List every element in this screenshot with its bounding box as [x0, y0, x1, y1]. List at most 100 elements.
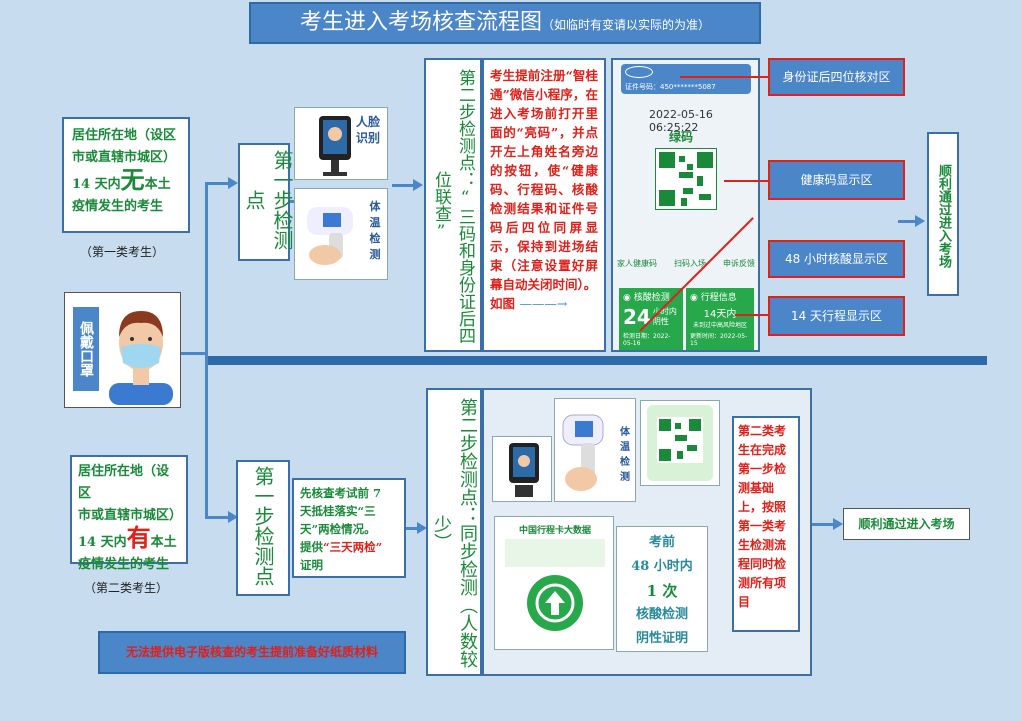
- instruction-top-box: 考生提前注册“智桂通”微信小程序，在进入考场前打开里面的“亮码”，并点开左上角姓…: [482, 58, 606, 352]
- instruction-text: 考生提前注册“智桂通”微信小程序，在进入考场前打开里面的“亮码”，并点开左上角姓…: [490, 68, 598, 292]
- temp-check-card: 体温检测: [294, 188, 388, 280]
- label-id-check: 身份证后四位核对区: [768, 58, 905, 96]
- g2-emph: 有: [126, 523, 151, 552]
- g1-line4: 疫情发生的考生: [72, 199, 164, 214]
- health-code-card: [640, 400, 720, 486]
- id-avatar: [625, 66, 653, 78]
- category-1-caption: （第一类考生）: [80, 245, 165, 259]
- qr-code-icon: [657, 417, 703, 463]
- face-scanner-icon: [509, 443, 539, 497]
- thermometer-card: 体温检测: [554, 398, 636, 502]
- step2-top-label: 第二步检测点：“三码和身份证后四位联查”: [431, 68, 475, 344]
- trip-desc: 未到过中高风险地区: [692, 322, 747, 329]
- arrow-head-icon: [228, 511, 238, 523]
- note-l4b: “三天两检”: [323, 540, 383, 554]
- connector-pass-top: [898, 220, 916, 223]
- id-strip: 证件号码：450*******5087: [621, 64, 751, 94]
- arrow-head-icon: [915, 215, 925, 227]
- step2-bottom-box: 第二步检测点：同步检测（人数较少）: [426, 388, 482, 676]
- connector-step1: [290, 200, 294, 203]
- phone-tabs: 家人健康码 扫码入场 申诉反馈: [617, 258, 755, 269]
- title-sub: （如临时有变请以实际的为准）: [542, 18, 711, 32]
- connector-bottom: [205, 516, 229, 519]
- cert-l1: 考前: [648, 535, 675, 550]
- pass-top-box: 顺利通过进入考场: [927, 132, 959, 296]
- pointer-health: [724, 180, 770, 182]
- tab-family[interactable]: 家人健康码: [617, 259, 657, 268]
- phone-screenshot: 证件号码：450*******5087 2022-05-16 06:25:22 …: [611, 58, 760, 352]
- note-l5: 证明: [300, 558, 323, 572]
- face-scanner-card: [492, 436, 552, 502]
- step1-bottom-box: 第一步检测点: [236, 460, 290, 596]
- section-divider: [207, 356, 987, 365]
- face-label: 人脸识别: [355, 115, 380, 145]
- note-l3a: 天”: [300, 522, 319, 536]
- arrow-head-icon: [833, 518, 843, 530]
- connector-mask: [181, 352, 205, 355]
- face-scanner-icon: [319, 116, 351, 176]
- note-l1: 先核查考试前 7: [300, 486, 382, 500]
- mask-image: 佩戴口罩: [64, 292, 181, 408]
- green-arrow-icon: [527, 575, 583, 631]
- g2-suffix: 本土: [150, 535, 177, 550]
- trip-panel: ◉ 行程信息 14天内 未到过中高风险地区 更新时间：2022-05-15: [686, 288, 754, 350]
- g1-suffix: 本土: [144, 177, 171, 192]
- tab-appeal[interactable]: 申诉反馈: [723, 259, 755, 268]
- bottom-panel: 体温检测 中国行程卡大数据 考前 48 小时内 1 次 核酸检测 阴性证明 第二…: [482, 388, 812, 676]
- pointer-id: [680, 76, 770, 78]
- nucleic-unit: 小时内: [652, 307, 677, 316]
- pass-top-label: 顺利通过进入考场: [936, 164, 951, 268]
- id-prefix: 证件号码：450: [625, 83, 674, 91]
- step1-top-label: 第一步检测点: [242, 150, 294, 250]
- trip-card-title: 中国行程卡大数据: [518, 526, 591, 536]
- nucleic-date: 检测日期：2022-05-16: [623, 333, 671, 347]
- mask-label: 佩戴口罩: [73, 307, 99, 391]
- precheck-note: 先核查考试前 7 天抵桂落实“三 天”两检情况。 提供“三天两检” 证明: [292, 478, 406, 578]
- temp-label: 体温检测: [369, 200, 381, 261]
- cert-l2: 48 小时内: [631, 559, 693, 574]
- thermometer-gun-icon: [562, 414, 604, 491]
- label-health-code: 健康码显示区: [768, 160, 905, 200]
- id-number: 证件号码：450*******5087: [625, 83, 716, 91]
- cert-l3: 1 次: [646, 582, 678, 600]
- nucleic-result: 阴性: [652, 317, 669, 326]
- step2-top-box: 第二步检测点：“三码和身份证后四位联查”: [424, 58, 482, 352]
- g2-line4: 疫情发生的考生: [78, 557, 170, 572]
- thermometer-gun-icon: [307, 207, 353, 265]
- tab-scan[interactable]: 扫码入场: [674, 259, 706, 268]
- step2-bottom-label: 第二步检测点：同步检测（人数较少）: [431, 398, 478, 668]
- temp-label-bottom: 体温检测: [620, 427, 630, 483]
- step1-top-box: 第一步检测点: [238, 143, 294, 261]
- g1-prefix: 14 天内: [72, 177, 121, 192]
- note-l4a: 提供: [300, 540, 323, 554]
- trip-days: 14天内: [703, 309, 737, 320]
- connector-top: [205, 182, 229, 185]
- id-suffix: 5087: [697, 83, 716, 91]
- cert-l4: 核酸检测: [635, 607, 688, 622]
- arrow-head-icon: [228, 177, 238, 189]
- arrow-head-icon: [413, 179, 423, 191]
- g1-line2: 市或直辖市城区）: [72, 150, 177, 165]
- connector-vertical: [205, 182, 208, 518]
- connector-step2-bottom: [406, 527, 418, 530]
- nucleic-cert-card: 考前 48 小时内 1 次 核酸检测 阴性证明: [616, 526, 708, 652]
- qr-code-icon: [655, 148, 717, 210]
- g1-line1: 居住所在地（设区: [72, 128, 177, 143]
- note-l3b: 两检情况。: [318, 522, 376, 536]
- g2-prefix: 14 天内: [78, 535, 127, 550]
- nucleic-title: 核酸检测: [633, 293, 670, 303]
- trip-date: 更新时间：2022-05-15: [690, 333, 748, 347]
- trip-title: 行程信息: [700, 293, 737, 303]
- bottom-right-note-text: 第二类考生在完成第一步检测基础上，按照第一类考生检测流程同时检测所有项目: [738, 424, 787, 609]
- g2-line1: 居住所在地（设区: [78, 464, 170, 501]
- phone-code-status: 绿码: [669, 130, 694, 144]
- note-l2a: 天抵桂落实: [300, 504, 358, 518]
- note-l2b: “三: [357, 504, 376, 518]
- bottom-right-note: 第二类考生在完成第一步检测基础上，按照第一类考生检测流程同时检测所有项目: [732, 416, 800, 632]
- label-nucleic: 48 小时核酸显示区: [768, 240, 905, 278]
- connector-step2-top: [392, 184, 414, 187]
- trip-card: 中国行程卡大数据: [494, 516, 614, 650]
- step1-bottom-label: 第一步检测点: [251, 466, 275, 586]
- page-title: 考生进入考场核查流程图（如临时有变请以实际的为准）: [249, 2, 761, 44]
